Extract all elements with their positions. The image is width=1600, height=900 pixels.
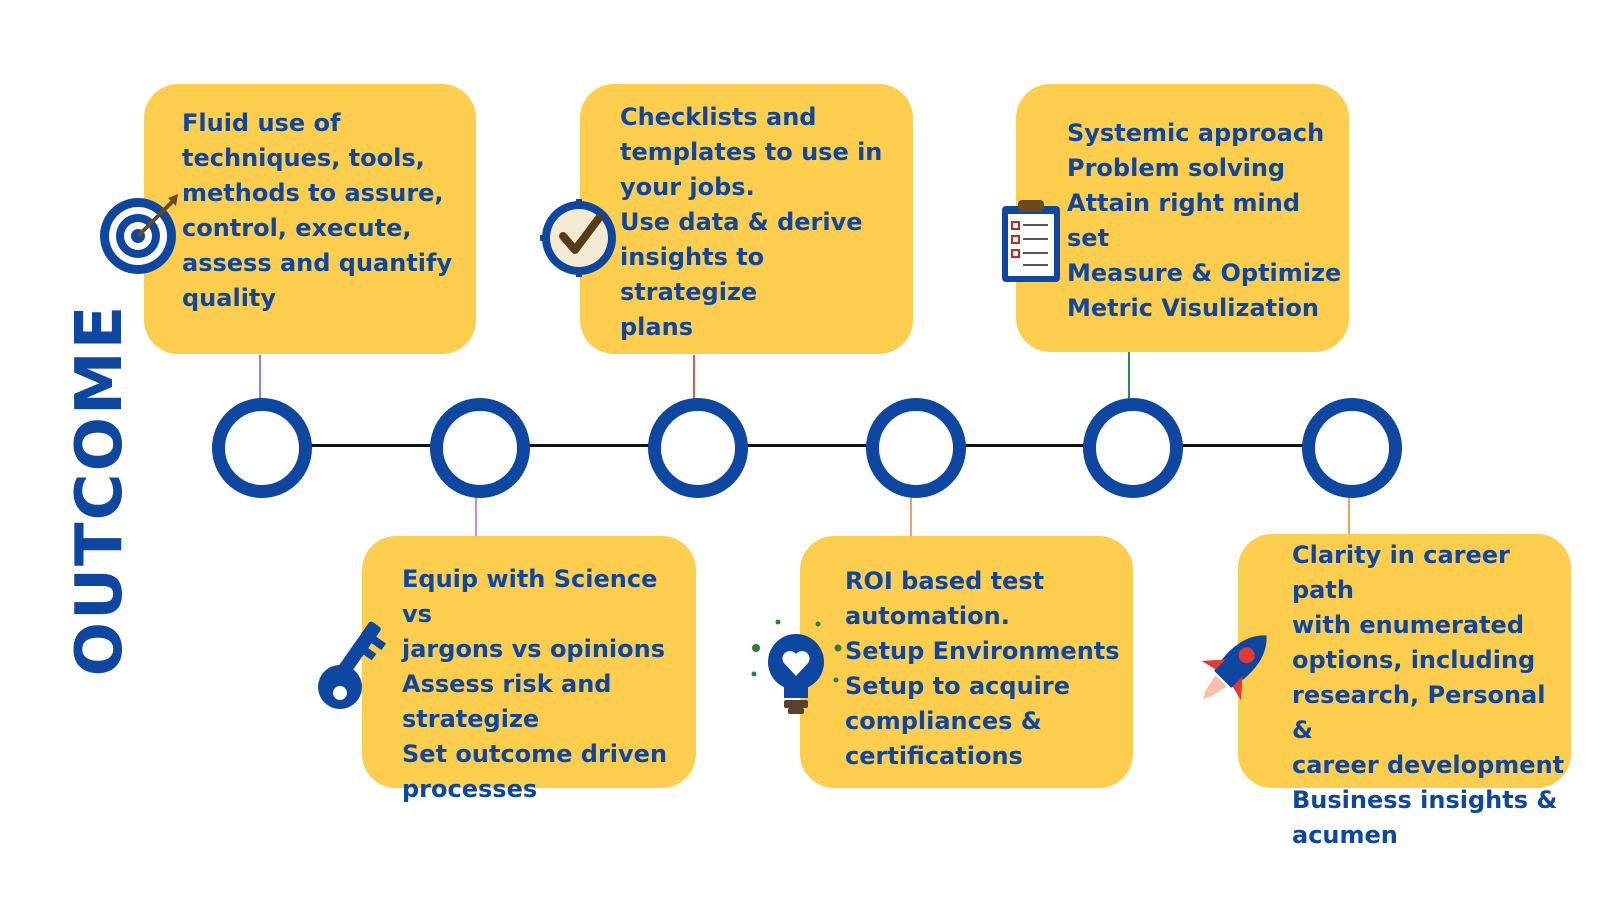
card-5-line-3: Attain right mind set	[1067, 189, 1301, 252]
card-3-line-6: plans	[620, 313, 693, 341]
outcome-card-3: Checklists and templates to use in your …	[580, 84, 913, 354]
card-3-line-1: Checklists and	[620, 103, 817, 131]
connector-5	[1128, 352, 1130, 400]
card-4-line-2: automation.	[845, 602, 1010, 630]
card-3-line-4: Use data & derive	[620, 208, 863, 236]
card-6-line-2: with enumerated	[1292, 611, 1525, 639]
card-2-line-6: processes	[402, 775, 538, 803]
card-6-line-1: Clarity in career path	[1292, 541, 1510, 604]
card-1-line-2: techniques, tools,	[182, 144, 425, 172]
card-6-list: Clarity in career path with enumerated o…	[1292, 538, 1569, 853]
card-1-line-1: Fluid use of	[182, 109, 341, 137]
card-1-line-4: control, execute,	[182, 214, 412, 242]
timeline-node-2	[430, 398, 530, 498]
timeline-line	[254, 444, 1351, 447]
card-5-line-4: Measure & Optimize	[1067, 259, 1342, 287]
timeline-node-1	[212, 398, 312, 498]
key-icon	[318, 621, 387, 709]
card-6-line-3: options, including	[1292, 646, 1536, 674]
card-2-list: Equip with Science vs jargons vs opinion…	[402, 562, 690, 807]
card-3-line-2: templates to use in	[620, 138, 883, 166]
card-2-line-2: jargons vs opinions	[402, 635, 666, 663]
timeline-node-6	[1302, 398, 1402, 498]
card-5-line-1: Systemic approach	[1067, 119, 1325, 147]
connector-1	[259, 355, 261, 400]
card-2-line-4: strategize	[402, 705, 540, 733]
card-2-line-5: Set outcome driven	[402, 740, 668, 768]
card-6-line-5: career development	[1292, 751, 1565, 779]
target-icon	[100, 194, 178, 274]
card-5-line-5: Metric Visulization	[1067, 294, 1319, 322]
card-3-list: Checklists and templates to use in your …	[620, 100, 905, 345]
card-3-line-5: insights to strategize	[620, 243, 765, 306]
card-4-line-4: Setup to acquire	[845, 672, 1070, 700]
clipboard-icon	[1002, 200, 1060, 282]
card-1-line-6: quality	[182, 284, 277, 312]
card-1-list: Fluid use of techniques, tools, methods …	[182, 106, 466, 316]
timeline-node-4	[866, 398, 966, 498]
timeline-node-3	[648, 398, 748, 498]
outcome-title: OUTCOME	[63, 303, 137, 677]
card-1-line-3: methods to assure,	[182, 179, 444, 207]
card-6-line-6: Business insights &	[1292, 786, 1558, 814]
checkmark-clock-icon	[540, 199, 616, 277]
card-5-list: Systemic approach Problem solving Attain…	[1067, 116, 1343, 326]
outcome-card-5: Systemic approach Problem solving Attain…	[1016, 84, 1349, 352]
outcome-card-1: Fluid use of techniques, tools, methods …	[144, 84, 476, 354]
card-3-line-3: your jobs.	[620, 173, 755, 201]
card-4-line-3: Setup Environments	[845, 637, 1120, 665]
card-4-line-6: certifications	[845, 742, 1023, 770]
card-1-line-5: assess and quantify	[182, 249, 453, 277]
outcome-card-6: Clarity in career path with enumerated o…	[1238, 534, 1571, 849]
timeline-node-5	[1083, 398, 1183, 498]
card-6-line-4: research, Personal &	[1292, 681, 1546, 744]
lightbulb-icon	[751, 619, 842, 714]
connector-3	[693, 355, 695, 400]
card-2-line-3: Assess risk and	[402, 670, 612, 698]
card-5-line-2: Problem solving	[1067, 154, 1286, 182]
card-2-line-1: Equip with Science vs	[402, 565, 658, 628]
card-6-line-7: acumen	[1292, 821, 1398, 849]
card-4-line-1: ROI based test	[845, 567, 1045, 595]
connector-2	[475, 490, 477, 536]
connector-4	[910, 490, 912, 536]
connector-6	[1348, 490, 1350, 534]
rocket-icon	[1201, 635, 1267, 701]
outcome-card-4: ROI based test automation. Setup Environ…	[800, 536, 1133, 788]
card-4-line-5: compliances &	[845, 707, 1042, 735]
outcome-card-2: Equip with Science vs jargons vs opinion…	[362, 536, 696, 803]
card-4-list: ROI based test automation. Setup Environ…	[845, 564, 1127, 774]
